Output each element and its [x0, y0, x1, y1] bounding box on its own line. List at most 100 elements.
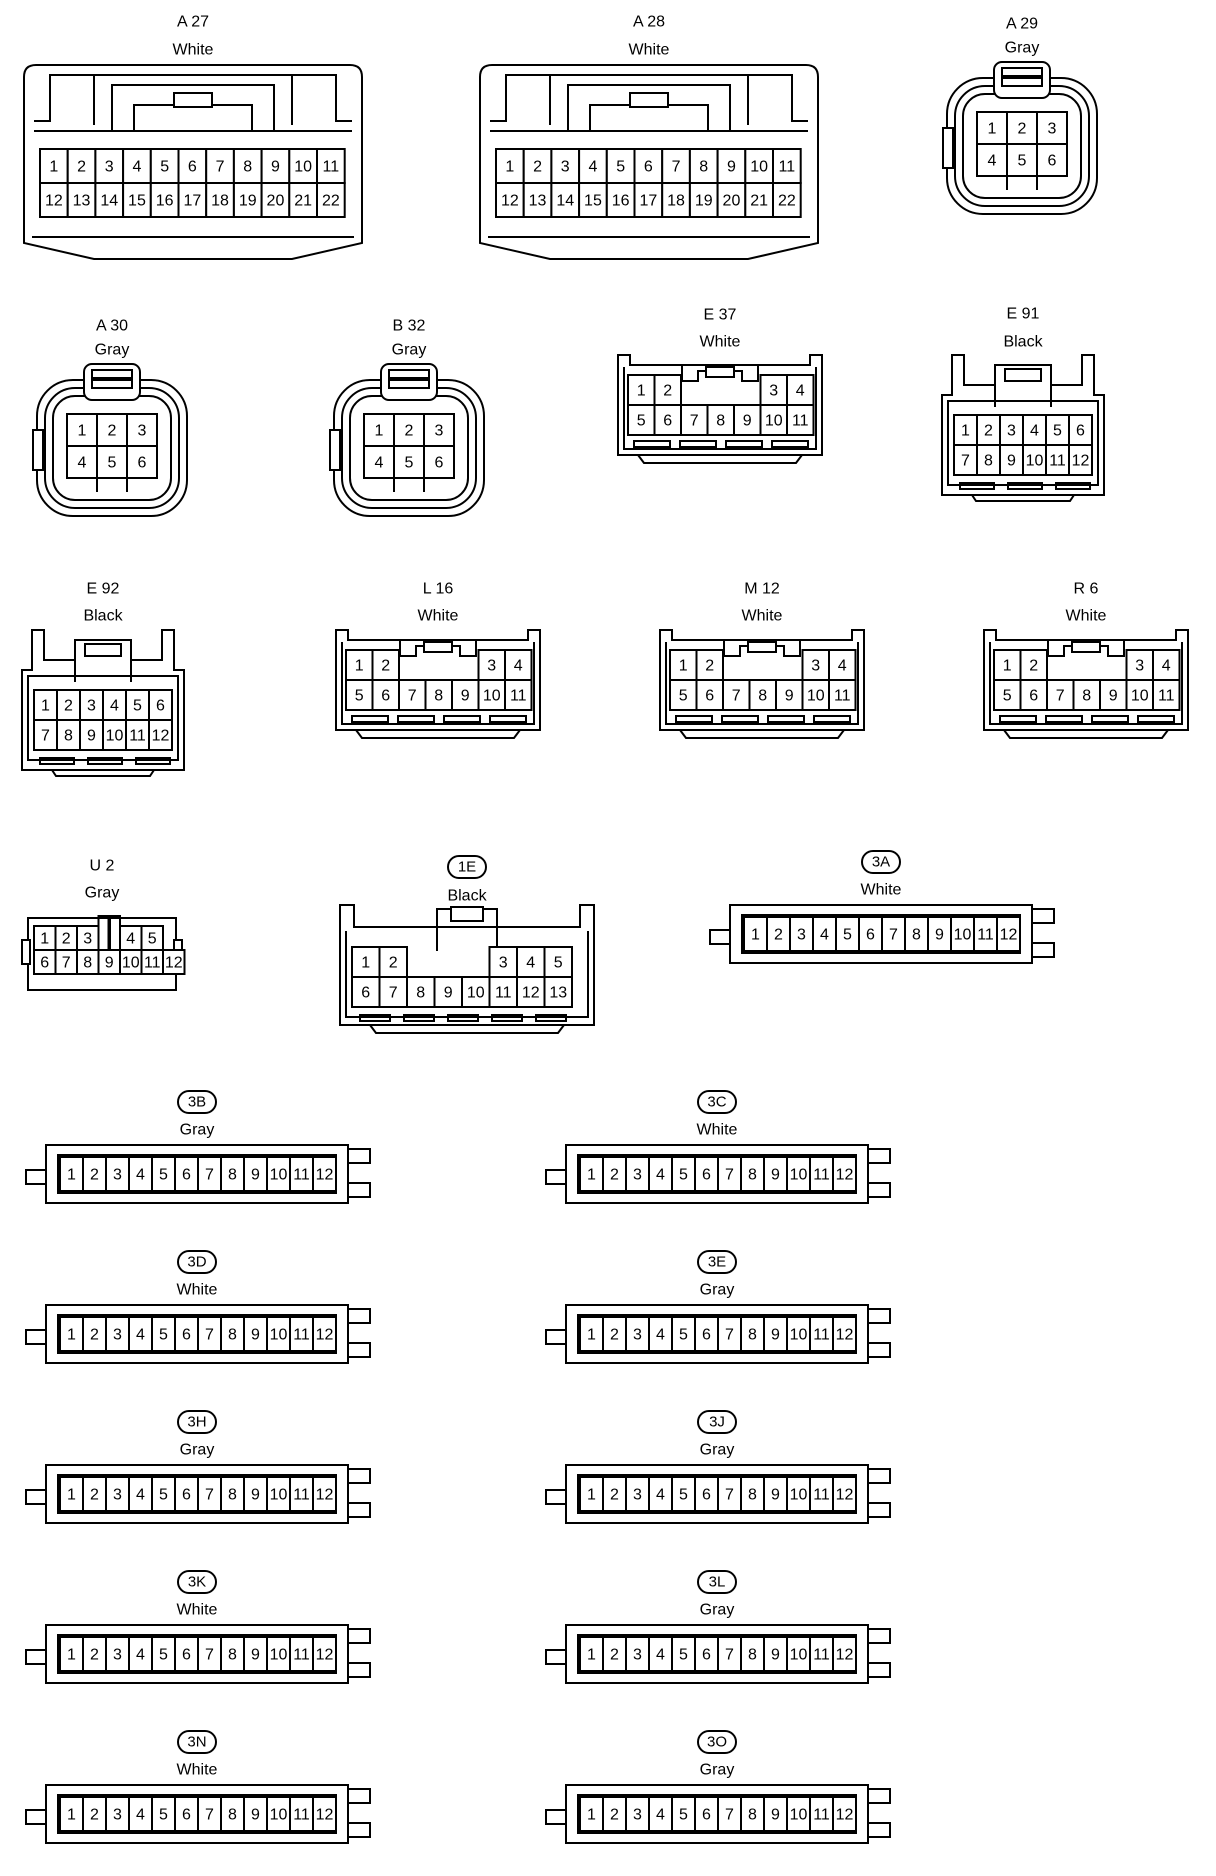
pin-label: 1	[78, 423, 87, 440]
connector-tag-oval	[177, 1730, 217, 1754]
pin-label: 2	[90, 1807, 99, 1824]
latch-tab	[629, 92, 669, 108]
side-key	[25, 1489, 47, 1505]
side-tab	[347, 1822, 371, 1838]
pin-label: 2	[610, 1487, 619, 1504]
pin-label: 1	[587, 1327, 596, 1344]
lock-tab	[380, 363, 438, 401]
latch-rail	[994, 385, 1052, 407]
pin-label: 6	[156, 698, 165, 715]
side-tab	[347, 1308, 371, 1324]
lock-slot	[679, 440, 717, 448]
pin-label: 5	[159, 1647, 168, 1664]
lock-slot	[999, 715, 1037, 723]
housing-bottom	[679, 729, 845, 739]
pin-label: 1	[361, 955, 370, 972]
lock-slot	[725, 440, 763, 448]
pin-label: 6	[705, 688, 714, 705]
pin-label: 9	[771, 1647, 780, 1664]
pin-label: 1	[67, 1647, 76, 1664]
connector-color: Gray	[700, 1602, 735, 1619]
pin-label: 12	[316, 1167, 334, 1184]
pin-label: 10	[294, 159, 312, 176]
pin-label: 2	[77, 159, 86, 176]
pin-label: 5	[679, 1647, 688, 1664]
pin-label: 1	[587, 1807, 596, 1824]
pin-label: 5	[108, 455, 117, 472]
pin-label: 6	[182, 1647, 191, 1664]
lock-slot	[721, 715, 759, 723]
pin-label: 9	[785, 688, 794, 705]
lock-slot	[39, 757, 75, 765]
pin-label: 2	[663, 383, 672, 400]
pin-label: 2	[774, 927, 783, 944]
pin-label: 12	[522, 985, 540, 1002]
pin-label: 7	[389, 985, 398, 1002]
lock-slot	[443, 715, 481, 723]
lock-slot	[1045, 715, 1083, 723]
side-tab	[867, 1788, 891, 1804]
latch-rail	[549, 75, 749, 125]
pin-label: 18	[667, 193, 685, 210]
pin-label: 9	[935, 927, 944, 944]
pin-label: 4	[656, 1647, 665, 1664]
pin-label: 4	[136, 1487, 145, 1504]
pin-label: 12	[45, 193, 63, 210]
pin-label: 9	[444, 985, 453, 1002]
pin-label: 1	[505, 159, 514, 176]
pin-label: 7	[725, 1487, 734, 1504]
pin-label: 1	[587, 1167, 596, 1184]
connector-color: Gray	[85, 885, 120, 902]
housing-inner	[341, 642, 535, 725]
pin-label: 7	[41, 728, 50, 745]
pin-label: 4	[656, 1807, 665, 1824]
pin-label: 10	[106, 728, 124, 745]
lock-slot	[1137, 715, 1175, 723]
pin-label: 10	[790, 1167, 808, 1184]
housing-inner	[27, 675, 179, 761]
pin-cell	[832, 1476, 857, 1512]
housing-bottom	[51, 769, 155, 777]
side-key	[709, 929, 731, 945]
lock-slot	[1001, 77, 1043, 87]
pin-cell	[451, 679, 480, 711]
pin-cell	[66, 182, 97, 218]
connector-tag-oval	[861, 850, 901, 874]
side-tab	[867, 1342, 891, 1358]
pin-cell	[312, 1156, 337, 1192]
pin-label: 8	[228, 1647, 237, 1664]
pin-cell	[661, 182, 691, 218]
pin-label: 15	[128, 193, 146, 210]
pin-cell	[1072, 679, 1101, 711]
pin-label: 4	[820, 927, 829, 944]
connector-color: White	[173, 42, 214, 59]
pin-label: 7	[205, 1327, 214, 1344]
pin-label: 6	[866, 927, 875, 944]
housing-inner	[947, 400, 1099, 486]
pin-cell	[695, 649, 724, 681]
pin-label: 10	[270, 1327, 288, 1344]
pin-label: 10	[790, 1327, 808, 1344]
pin-label: 4	[526, 955, 535, 972]
pin-label: 10	[750, 159, 768, 176]
pin-label: 8	[984, 453, 993, 470]
latch-tab	[84, 643, 122, 657]
connector-name: U 2	[90, 858, 115, 875]
pin-cell	[260, 148, 291, 184]
lock-slot	[489, 715, 527, 723]
housing-inner-edge	[34, 74, 352, 122]
pin-label: 7	[216, 159, 225, 176]
side-tab	[867, 1468, 891, 1484]
pin-cell	[424, 679, 453, 711]
pin-label: 1	[1003, 658, 1012, 675]
pin-cell	[744, 148, 774, 184]
pin-label: 5	[159, 1487, 168, 1504]
pin-label: 7	[205, 1647, 214, 1664]
lock-slot	[813, 715, 851, 723]
connector-tag-oval	[697, 1730, 737, 1754]
